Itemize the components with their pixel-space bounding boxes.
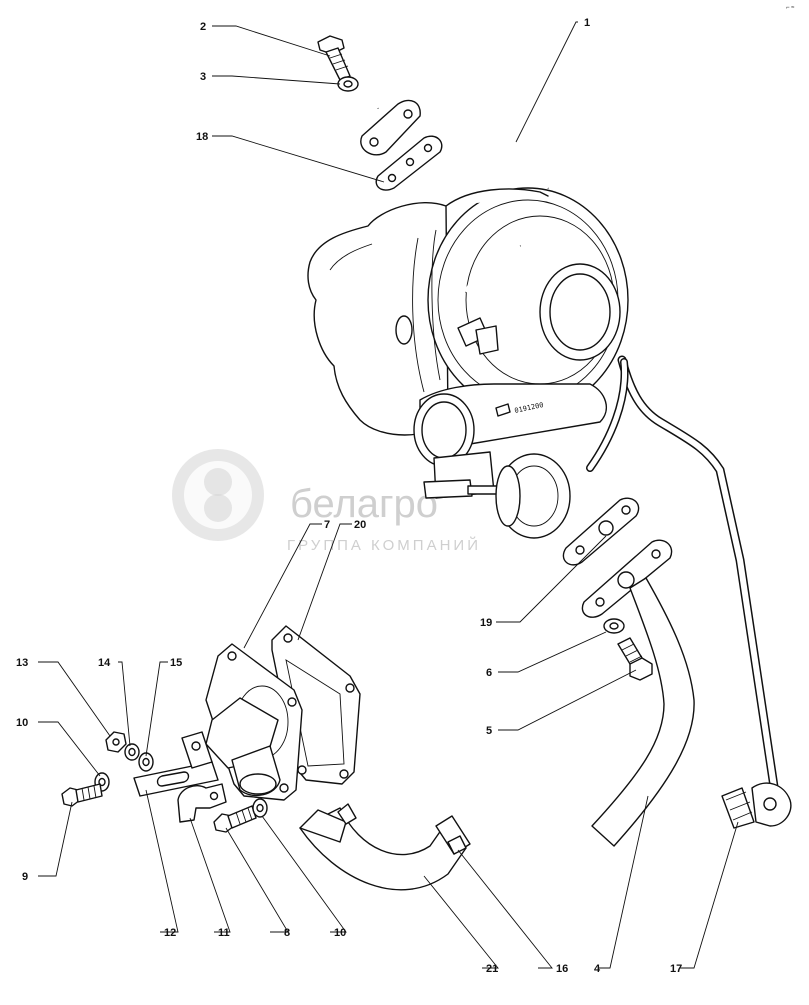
label-10-left: 10 <box>16 717 28 729</box>
oil-drain-pipe-17 <box>586 355 792 829</box>
washer-part-10-right <box>252 798 268 818</box>
label-3: 3 <box>200 71 206 83</box>
label-13: 13 <box>16 657 28 669</box>
washer-part-14 <box>124 743 140 761</box>
nut-part-13 <box>105 731 127 753</box>
clamp-part-11 <box>177 783 227 823</box>
hose-part-21 <box>299 803 467 891</box>
washer-part-3 <box>337 76 359 92</box>
hose-clamp-part-16 <box>435 815 471 855</box>
label-14: 14 <box>98 657 111 669</box>
label-2: 2 <box>200 21 206 33</box>
label-5: 5 <box>486 725 492 737</box>
label-7: 7 <box>324 519 330 531</box>
gasket-part-19 <box>562 497 640 566</box>
turbocharger: 0191200 <box>307 187 629 539</box>
label-17: 17 <box>670 963 682 975</box>
label-8: 8 <box>284 927 290 939</box>
label-16: 16 <box>556 963 568 975</box>
corner-mark: ⌐ ≈ <box>786 5 795 11</box>
part-labels: 2 3 18 1 7 20 19 6 5 13 14 15 10 9 12 11… <box>16 17 682 975</box>
bolt-part-2 <box>317 35 351 81</box>
label-9: 9 <box>22 871 28 883</box>
flange-elbow-part-7 <box>205 643 303 801</box>
label-6: 6 <box>486 667 492 679</box>
watermark-brand: белагро <box>290 482 438 526</box>
label-20: 20 <box>354 519 366 531</box>
label-11: 11 <box>218 927 230 939</box>
leader-lines <box>38 21 739 969</box>
bolt-part-5 <box>617 637 653 681</box>
washer-part-6 <box>603 618 625 634</box>
drain-pipe-part-4 <box>581 539 695 847</box>
label-15: 15 <box>170 657 182 669</box>
label-21: 21 <box>486 963 498 975</box>
label-10-right: 10 <box>334 927 346 939</box>
label-4: 4 <box>594 963 601 975</box>
watermark-logo <box>172 449 264 541</box>
bolt-part-9 <box>61 783 103 807</box>
label-19: 19 <box>480 617 492 629</box>
label-12: 12 <box>164 927 176 939</box>
bolt-part-8 <box>213 805 257 833</box>
washer-part-15 <box>138 752 154 772</box>
label-1: 1 <box>584 17 590 29</box>
label-18: 18 <box>196 131 208 143</box>
oil-feed-pipe <box>360 14 551 190</box>
bracket-part-12 <box>133 731 219 797</box>
gasket-part-18 <box>375 135 443 191</box>
watermark-subtitle: ГРУППА КОМПАНИЙ <box>287 536 481 554</box>
